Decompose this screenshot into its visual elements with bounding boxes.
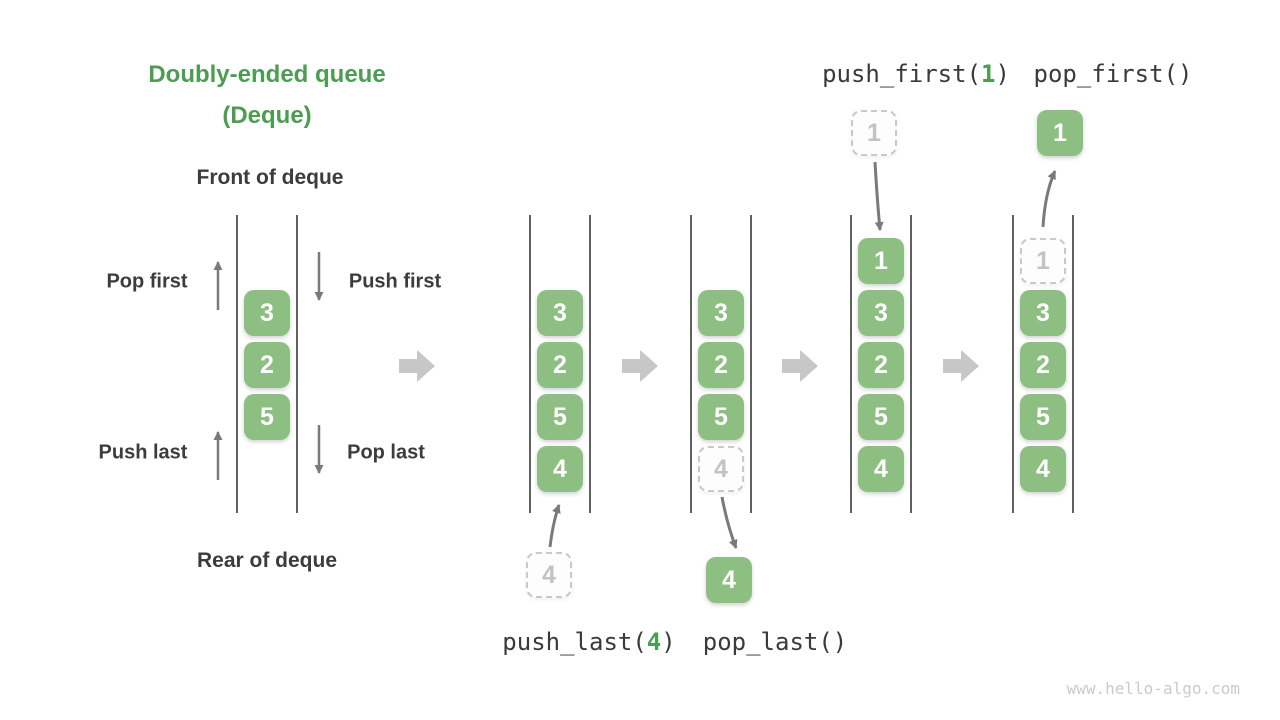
deque-cell: 2 xyxy=(537,342,583,388)
deque-cell: 1 xyxy=(858,238,904,284)
diagram-title-line1: Doubly-ended queue xyxy=(148,61,386,88)
deque-cell: 1 xyxy=(1037,110,1083,156)
deque-cell: 5 xyxy=(858,394,904,440)
deque-cell: 5 xyxy=(537,394,583,440)
deque-cell-ghost: 4 xyxy=(698,446,744,492)
deque-cell: 2 xyxy=(858,342,904,388)
deque-cell: 4 xyxy=(1020,446,1066,492)
deque-cell: 4 xyxy=(858,446,904,492)
deque-cell: 3 xyxy=(1020,290,1066,336)
deque-cell: 5 xyxy=(698,394,744,440)
deque-cell: 5 xyxy=(244,394,290,440)
push-first-call-arg: 1 xyxy=(981,60,996,88)
front-of-deque-label: Front of deque xyxy=(196,166,344,189)
deque-cell-ghost: 1 xyxy=(1020,238,1066,284)
flow-arrow-icon xyxy=(622,350,658,382)
deque-cell: 2 xyxy=(1020,342,1066,388)
push-last-call-prefix: push_last( xyxy=(502,628,647,656)
deque-channel-state-1 xyxy=(529,215,591,513)
deque-channel-state-4 xyxy=(1012,215,1074,513)
deque-cell: 3 xyxy=(698,290,744,336)
push-first-call-label: push_first(1) xyxy=(822,60,1010,88)
rear-of-deque-label: Rear of deque xyxy=(196,549,338,572)
deque-cell: 3 xyxy=(537,290,583,336)
push-last-call-arg: 4 xyxy=(646,628,662,656)
pop-first-label: Pop first xyxy=(106,270,188,293)
flow-arrow-icon xyxy=(943,350,979,382)
deque-cell: 3 xyxy=(858,290,904,336)
flow-arrow-icon xyxy=(399,350,435,382)
deque-cell: 2 xyxy=(698,342,744,388)
diagram-title: Doubly-ended queue (Deque) xyxy=(148,54,385,136)
pop-first-call-label: pop_first() xyxy=(1033,60,1193,88)
pop-last-call-label: pop_last() xyxy=(702,628,848,656)
deque-cell: 4 xyxy=(706,557,752,603)
deque-channel-state-2 xyxy=(690,215,752,513)
push-last-call-suffix: ) xyxy=(661,628,676,656)
pop-last-label: Pop last xyxy=(347,441,425,464)
flow-arrow-icon xyxy=(782,350,818,382)
deque-cell-ghost: 1 xyxy=(851,110,897,156)
deque-cell: 4 xyxy=(537,446,583,492)
deque-cell: 5 xyxy=(1020,394,1066,440)
deque-cell: 3 xyxy=(244,290,290,336)
push-first-call-suffix: ) xyxy=(995,60,1010,88)
deque-channel-showcase xyxy=(236,215,298,513)
push-first-label: Push first xyxy=(348,270,442,293)
push-last-label: Push last xyxy=(98,441,188,464)
watermark: www.hello-algo.com xyxy=(1066,679,1240,698)
deque-channel-state-3 xyxy=(850,215,912,513)
diagram-title-line2: (Deque) xyxy=(222,102,312,129)
push-first-call-prefix: push_first( xyxy=(822,60,982,88)
deque-cell: 2 xyxy=(244,342,290,388)
deque-cell-ghost: 4 xyxy=(526,552,572,598)
push-last-call-label: push_last(4) xyxy=(502,628,675,656)
